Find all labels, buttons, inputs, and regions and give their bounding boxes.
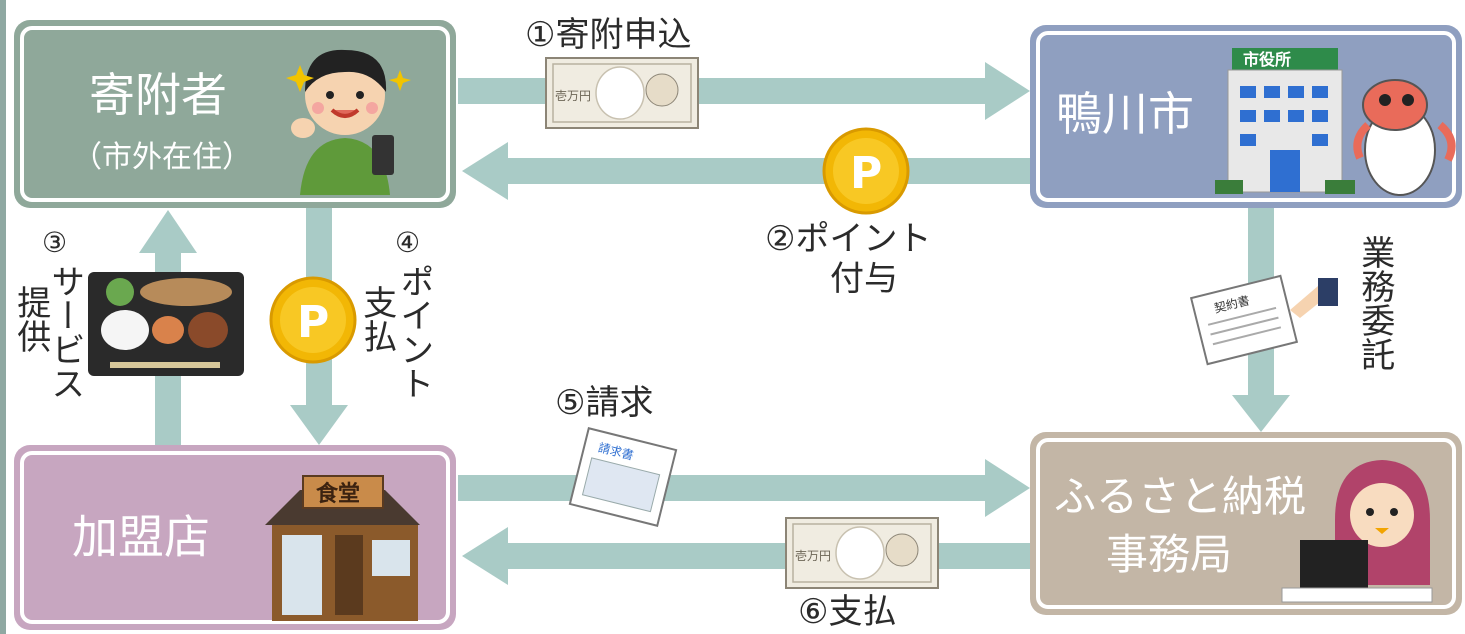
step2-label-line2: 付与 bbox=[830, 259, 898, 299]
contract-document-icon: 契約書 bbox=[1189, 274, 1338, 366]
step2-label-line1: ②ポイント bbox=[765, 219, 932, 259]
step4-number: ④ bbox=[395, 226, 421, 259]
donor-label: 寄附者 bbox=[89, 68, 227, 122]
mascot-icon bbox=[1353, 79, 1456, 196]
shop-label: 加盟店 bbox=[72, 510, 210, 564]
arrow-invoice bbox=[458, 459, 1030, 517]
delegation-label: 業務委託 bbox=[1354, 235, 1395, 371]
svg-text:食堂: 食堂 bbox=[316, 481, 360, 507]
step3-number: ③ bbox=[42, 226, 68, 259]
office-label-line2: 事務局 bbox=[1106, 530, 1233, 579]
arrow-payment bbox=[462, 527, 1030, 585]
point-coin-icon: P bbox=[269, 276, 357, 364]
svg-text:壱万円: 壱万円 bbox=[795, 549, 831, 563]
step3-label-col2: 提供 bbox=[10, 285, 51, 353]
shop-building-icon: 食堂 bbox=[265, 475, 420, 621]
step6-label: ⑥支払 bbox=[798, 592, 897, 632]
donor-sublabel: （市外在住） bbox=[72, 140, 252, 175]
office-label-line1: ふるさと納税 bbox=[1054, 472, 1307, 521]
sparkle-icon bbox=[286, 65, 411, 92]
step5-label: ⑤請求 bbox=[555, 383, 654, 423]
svg-text:P: P bbox=[297, 297, 329, 348]
step1-label: ①寄附申込 bbox=[525, 15, 692, 55]
svg-text:P: P bbox=[850, 148, 882, 199]
city-label: 鴨川市 bbox=[1056, 87, 1194, 141]
svg-text:市役所: 市役所 bbox=[1243, 50, 1291, 69]
donor-box: 寄附者 （市外在住） bbox=[14, 20, 456, 208]
banknote-icon: 壱万円 bbox=[785, 517, 939, 589]
meal-tray-icon bbox=[88, 272, 244, 376]
invoice-document-icon: 請求書 bbox=[568, 427, 678, 527]
step4-label-col2: 支払 bbox=[356, 285, 397, 353]
step3-label-col1: サービス bbox=[44, 264, 85, 400]
banknote-icon: 壱万円 bbox=[545, 57, 699, 129]
step4-label-col1: ポイント bbox=[393, 264, 434, 400]
left-border bbox=[0, 0, 6, 634]
point-coin-icon: P bbox=[822, 127, 910, 215]
city-hall-icon: 市役所 bbox=[1215, 48, 1355, 194]
donor-person-icon bbox=[291, 49, 394, 195]
arrow-point-grant bbox=[462, 142, 1030, 200]
svg-text:壱万円: 壱万円 bbox=[555, 89, 591, 103]
office-worker-icon bbox=[1281, 460, 1433, 603]
